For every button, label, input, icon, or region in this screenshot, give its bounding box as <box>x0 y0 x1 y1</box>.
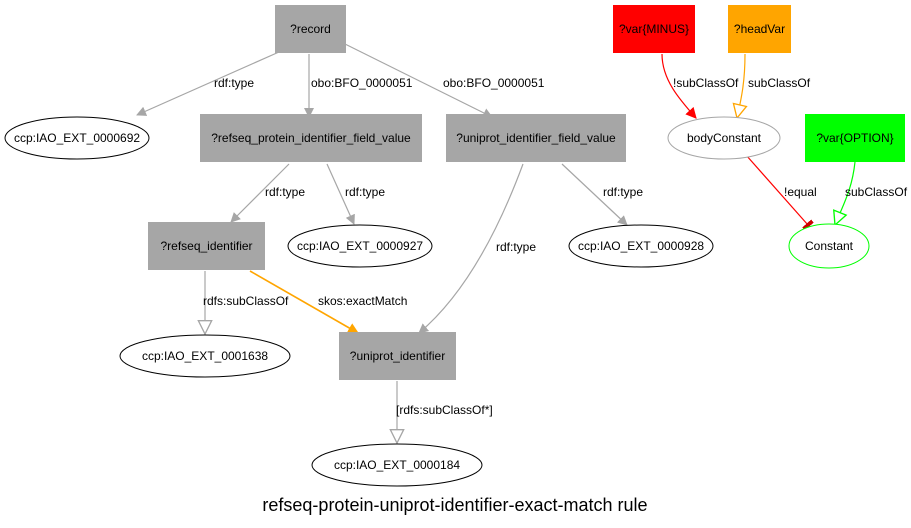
node-body-constant-ellipse <box>667 116 781 160</box>
edge-refseq-field-to-iao-927 <box>326 163 355 225</box>
edge-label-refseqid-uniprotid: skos:exactMatch <box>318 294 407 308</box>
edge-record-to-iao-692 <box>136 51 280 116</box>
node-uniprot-field-box <box>446 114 626 162</box>
edge-head-var-to-body-constant <box>737 53 745 118</box>
edge-var-option-to-constant <box>835 161 856 225</box>
edge-label-minus-body: !subClassOf <box>673 76 739 90</box>
node-constant-label: Constant <box>805 239 854 253</box>
node-iao-927-ellipse <box>287 224 433 268</box>
edge-label-uniprotfield-uniprotid: rdf:type <box>496 240 536 254</box>
edge-var-minus-to-body-constant <box>661 53 697 119</box>
node-uniprot-id-label: ?uniprot_identifier <box>350 349 445 363</box>
diagram-title: refseq-protein-uniprot-identifier-exact-… <box>262 495 647 515</box>
edge-labels: rdf:type obo:BFO_0000051 obo:BFO_0000051… <box>203 76 908 417</box>
node-head-var-label: ?headVar <box>734 22 785 36</box>
edge-label-refseqfield-927: rdf:type <box>345 185 385 199</box>
node-constant-ellipse <box>788 223 870 269</box>
node-iao-184-label: ccp:IAO_EXT_0000184 <box>334 458 460 472</box>
edge-body-constant-to-constant <box>745 154 814 231</box>
edge-label-refseqid-1638: rdfs:subClassOf <box>203 294 289 308</box>
node-record-box <box>275 5 346 53</box>
node-refseq-id-box <box>148 222 265 270</box>
node-iao-1638-label: ccp:IAO_EXT_0001638 <box>142 349 268 363</box>
nodes: ?record ?refseq_protein_identifier_field… <box>4 5 905 487</box>
edge-label-refseqfield-refseqid: rdf:type <box>265 185 305 199</box>
node-var-minus-box <box>613 5 695 53</box>
edge-uniprot-field-to-uniprot-id <box>418 163 524 334</box>
node-uniprot-field-label: ?uniprot_identifier_field_value <box>456 131 616 145</box>
edge-label-record-uniprot: obo:BFO_0000051 <box>443 76 545 90</box>
edge-refseq-field-to-refseq-id <box>230 163 290 223</box>
edge-label-uniprotfield-928: rdf:type <box>603 185 643 199</box>
node-body-constant-label: bodyConstant <box>687 131 762 145</box>
node-iao-928-ellipse <box>568 224 714 268</box>
edges <box>136 43 856 443</box>
edge-refseq-id-to-uniprot-id <box>249 270 359 334</box>
edge-label-head-body: subClassOf <box>748 76 811 90</box>
node-iao-692-ellipse <box>4 116 150 160</box>
node-var-option-label: ?var{OPTION} <box>816 131 893 145</box>
edge-label-uniprotid-184: [rdfs:subClassOf*] <box>396 403 493 417</box>
node-refseq-field-box <box>200 114 422 162</box>
node-refseq-field-label: ?refseq_protein_identifier_field_value <box>211 131 411 145</box>
node-iao-692-label: ccp:IAO_EXT_0000692 <box>14 131 140 145</box>
edge-label-record-refseq: obo:BFO_0000051 <box>311 76 413 90</box>
edge-label-option-constant: subClassOf <box>845 185 908 199</box>
node-iao-184-ellipse <box>311 443 483 487</box>
node-iao-928-label: ccp:IAO_EXT_0000928 <box>578 239 704 253</box>
node-iao-927-label: ccp:IAO_EXT_0000927 <box>297 239 423 253</box>
node-record-label: ?record <box>290 22 331 36</box>
node-iao-1638-ellipse <box>119 334 291 378</box>
node-uniprot-id-box <box>339 332 456 380</box>
node-refseq-id-label: ?refseq_identifier <box>160 239 252 253</box>
node-var-option-box <box>805 114 905 162</box>
edge-uniprot-field-to-iao-928 <box>561 163 628 226</box>
node-head-var-box <box>728 5 791 53</box>
edge-record-to-uniprot-field <box>344 43 493 118</box>
edge-label-record-692: rdf:type <box>214 76 254 90</box>
node-var-minus-label: ?var{MINUS} <box>619 22 689 36</box>
edge-label-body-constant: !equal <box>784 185 817 199</box>
